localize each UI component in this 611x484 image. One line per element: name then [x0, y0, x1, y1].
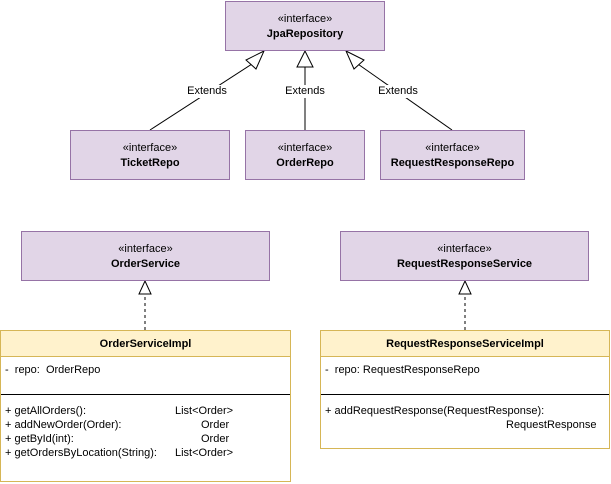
interface-name: TicketRepo	[120, 157, 180, 169]
realization-arrowhead	[138, 279, 152, 295]
interface-name: OrderService	[110, 258, 181, 270]
interface-orderservice[interactable]: «interface» OrderService	[21, 231, 270, 281]
attribute-repo: - repo: RequestResponseRepo	[325, 364, 480, 376]
class-orderserviceimpl[interactable]: OrderServiceImpl - repo: OrderRepo + get…	[0, 330, 291, 482]
interface-name: RequestResponseRepo	[390, 157, 515, 169]
interface-requestresponseservice[interactable]: «interface» RequestResponseService	[340, 231, 589, 281]
attribute-repo: - repo: OrderRepo	[5, 364, 101, 376]
stereotype-label: «interface»	[118, 243, 173, 255]
method-return-type: Order	[201, 419, 230, 431]
realization-arrowhead	[458, 279, 472, 295]
method-signature: + getById(int):	[5, 433, 74, 445]
generalization-arrowhead	[344, 49, 365, 70]
generalization-arrowhead	[296, 49, 314, 68]
generalization-arrowhead	[245, 49, 266, 70]
stereotype-label: «interface»	[277, 13, 333, 25]
method-return-type: List<Order>	[175, 447, 234, 459]
method-signature: + addRequestResponse(RequestResponse):	[325, 405, 545, 417]
interface-name: OrderRepo	[276, 157, 334, 169]
extends-label-requestresponserepo: Extends	[378, 85, 418, 98]
class-divider	[321, 394, 609, 395]
method-signature: + getAllOrders():	[5, 405, 86, 417]
interface-name: RequestResponseService	[396, 258, 533, 270]
method-return-type: List<Order>	[175, 405, 234, 417]
method-signature: + getOrdersByLocation(String):	[5, 447, 157, 459]
stereotype-label: «interface»	[277, 142, 333, 154]
stereotype-label: «interface»	[425, 142, 480, 154]
interface-orderrepo[interactable]: «interface» OrderRepo	[245, 130, 365, 180]
method-signature: + addNewOrder(Order):	[5, 419, 122, 431]
interface-ticketrepo[interactable]: «interface» TicketRepo	[70, 130, 230, 180]
class-name: OrderServiceImpl	[1, 331, 290, 357]
class-name: RequestResponseServiceImpl	[321, 331, 609, 357]
interface-requestresponserepo[interactable]: «interface» RequestResponseRepo	[380, 130, 525, 180]
stereotype-label: «interface»	[122, 142, 178, 154]
interface-jparepository[interactable]: «interface» JpaRepository	[225, 1, 385, 51]
method-return-type: RequestResponse	[506, 419, 597, 431]
class-requestresponseserviceimpl[interactable]: RequestResponseServiceImpl - repo: Reque…	[320, 330, 610, 449]
interface-name: JpaRepository	[266, 28, 344, 40]
method-return-type: Order	[201, 433, 230, 445]
extends-label-ticketrepo: Extends	[187, 85, 227, 98]
extends-label-orderrepo: Extends	[285, 85, 325, 98]
stereotype-label: «interface»	[437, 243, 492, 255]
class-divider	[1, 394, 290, 395]
